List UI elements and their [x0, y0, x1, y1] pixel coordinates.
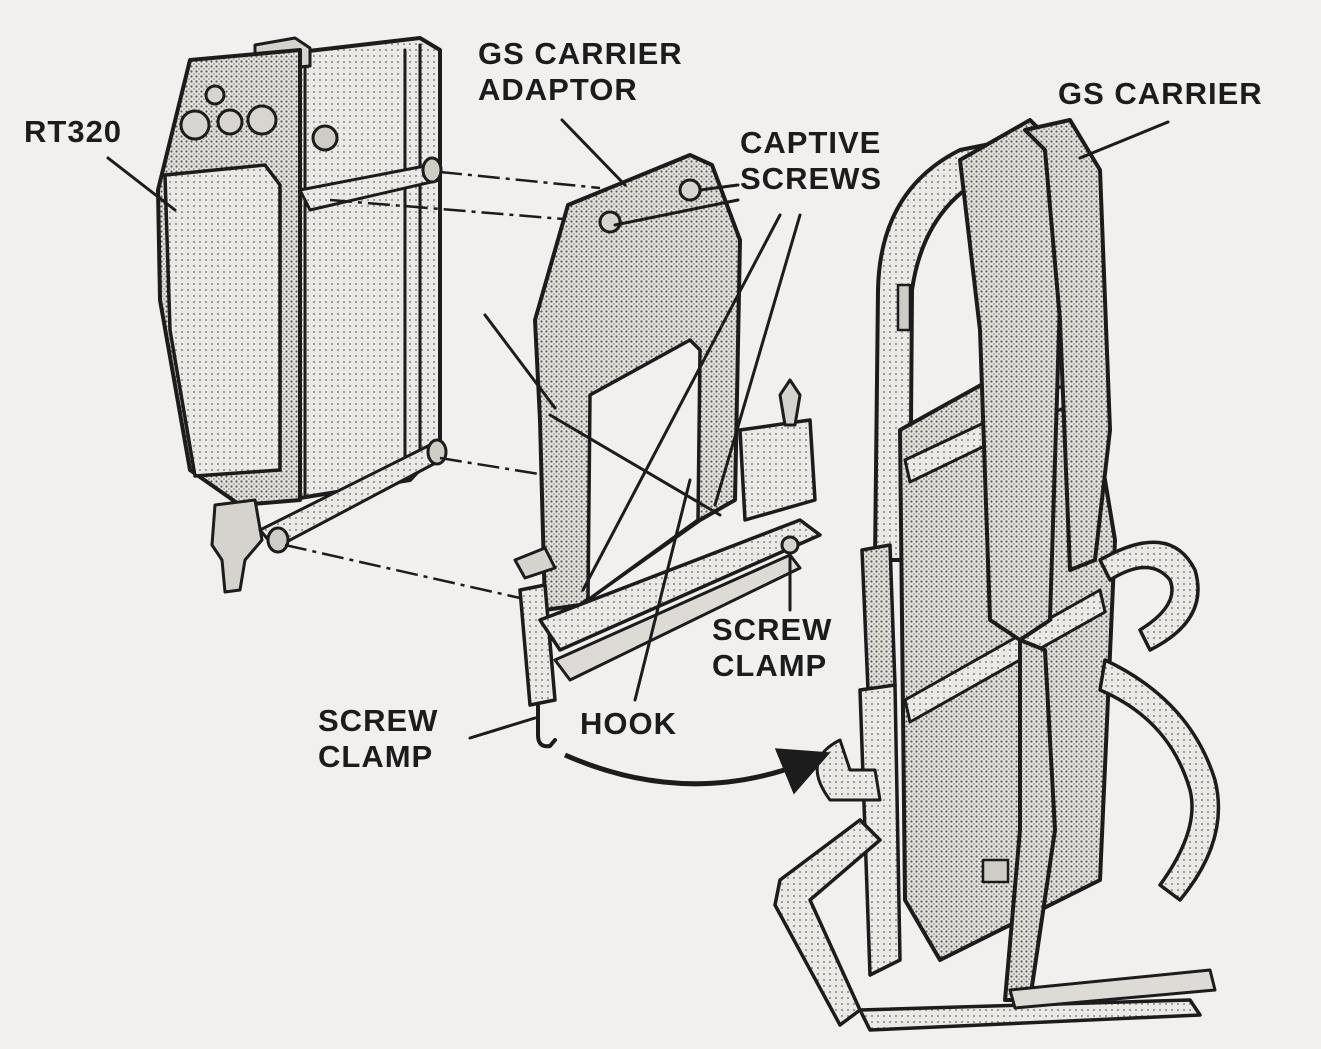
fit-arrow: [563, 748, 831, 795]
leader-screw-clamp-left: [468, 716, 537, 740]
label-rt320: RT320: [24, 114, 123, 149]
leader-adaptor: [560, 118, 627, 187]
leader-lines: [106, 118, 1170, 740]
leader-captive-a: [698, 183, 740, 192]
label-captive-screws: CAPTIVE SCREWS: [740, 125, 883, 196]
leader-captive-c: [581, 213, 782, 592]
leader-carrier: [1078, 120, 1170, 160]
label-screw-clamp-right: SCREW CLAMP: [712, 612, 833, 683]
leader-adaptor-side: [483, 313, 557, 410]
rt320-radio: [156, 36, 448, 594]
label-screw-clamp-left: SCREW CLAMP: [318, 703, 439, 774]
leader-rt320: [106, 156, 177, 212]
gs-carrier: [773, 118, 1221, 1032]
leader-captive-d: [713, 213, 802, 507]
label-gs-carrier: GS CARRIER: [1058, 76, 1263, 111]
label-hook: HOOK: [580, 706, 677, 741]
label-gs-carrier-adaptor: GS CARRIER ADAPTOR: [478, 36, 683, 107]
leader-hook: [633, 478, 692, 702]
gs-carrier-adaptor: [513, 153, 822, 749]
leader-captive-b: [613, 198, 740, 227]
